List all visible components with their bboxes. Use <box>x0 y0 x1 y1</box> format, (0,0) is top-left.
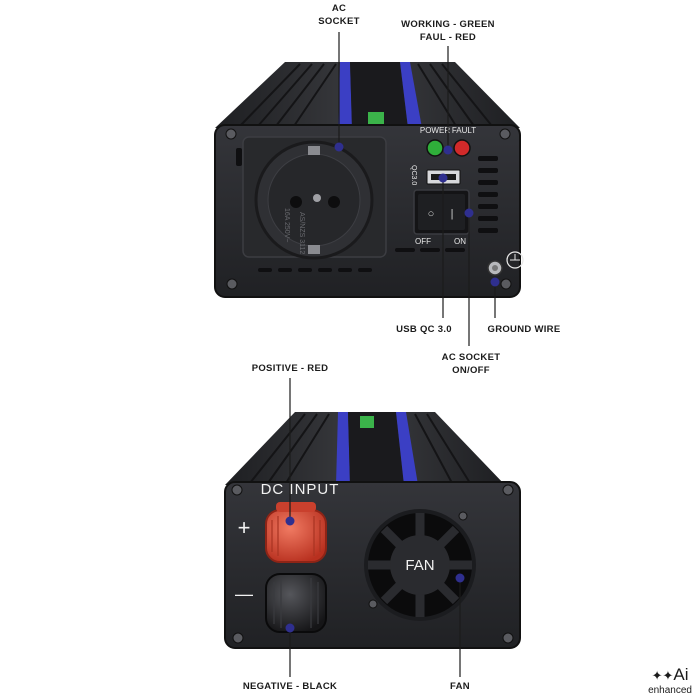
svg-text:|: | <box>451 208 454 220</box>
negative-terminal <box>265 573 327 633</box>
power-led <box>426 139 444 157</box>
negative-callout-text: NEGATIVE - BLACK <box>242 681 338 692</box>
bottom-label-strip <box>348 412 404 485</box>
indicator-callout-line2: FAUL - RED <box>419 32 477 43</box>
fan-callout: FAN <box>440 680 480 693</box>
dc-input-label: DC INPUT <box>261 481 340 498</box>
svg-text:○: ○ <box>428 208 435 220</box>
positive-callout: POSITIVE - RED <box>246 362 334 375</box>
ac-socket-callout-line1: AC <box>331 3 347 14</box>
sparkle-icon: ✦✦ <box>651 669 674 684</box>
socket-rating-2: AS/NZS 3112 <box>298 212 305 254</box>
fan-callout-text: FAN <box>450 681 470 692</box>
switch-on-label: ON <box>454 237 466 246</box>
badge-mark: Ai <box>673 665 689 684</box>
positive-callout-text: POSITIVE - RED <box>251 363 329 374</box>
bottom-blue-stripe-right <box>396 412 418 485</box>
switch-callout-line1: AC SOCKET <box>441 352 501 363</box>
indicator-callout: WORKING - GREEN FAUL - RED <box>390 18 506 44</box>
fan-panel-label: FAN <box>405 557 434 574</box>
bottom-inverter: DC INPUT + — <box>224 412 521 649</box>
ground-terminal <box>487 251 524 276</box>
negative-callout: NEGATIVE - BLACK <box>240 680 340 693</box>
positive-terminal <box>265 502 327 563</box>
ai-enhanced-badge: ✦✦Ai enhanced <box>648 665 692 696</box>
top-blue-stripe-right <box>400 62 422 128</box>
callout-dots <box>285 142 500 633</box>
top-label-strip <box>350 62 408 128</box>
indicator-callout-line1: WORKING - GREEN <box>401 19 495 30</box>
power-led-label: POWER <box>420 126 450 135</box>
bottom-blue-stripe-left <box>336 412 350 485</box>
top-blue-stripe-left <box>338 62 352 128</box>
ac-socket-callout-line2: SOCKET <box>318 16 360 27</box>
fan-grille: FAN <box>364 509 476 621</box>
plus-symbol: + <box>238 515 251 540</box>
usb-callout-text: USB QC 3.0 <box>396 324 452 335</box>
switch-callout: AC SOCKET ON/OFF <box>436 351 506 377</box>
fault-led <box>453 139 471 157</box>
usb-callout: USB QC 3.0 <box>390 323 458 336</box>
top-inverter: 16A 250V~ AS/NZS 3112 POWER FAULT QC3.0 <box>214 62 524 298</box>
ac-socket-callout: AC SOCKET <box>310 2 368 28</box>
ground-callout-text: GROUND WIRE <box>487 324 561 335</box>
ground-callout: GROUND WIRE <box>484 323 564 336</box>
callout-lines <box>289 32 496 677</box>
switch-callout-line2: ON/OFF <box>452 365 490 376</box>
minus-symbol: — <box>235 584 253 604</box>
qc-label: QC3.0 <box>410 165 417 185</box>
socket-rating-1: 16A 250V~ <box>283 208 290 242</box>
switch-off-label: OFF <box>415 237 431 246</box>
fault-led-label: FAULT <box>452 126 476 135</box>
badge-text: enhanced <box>648 685 692 696</box>
